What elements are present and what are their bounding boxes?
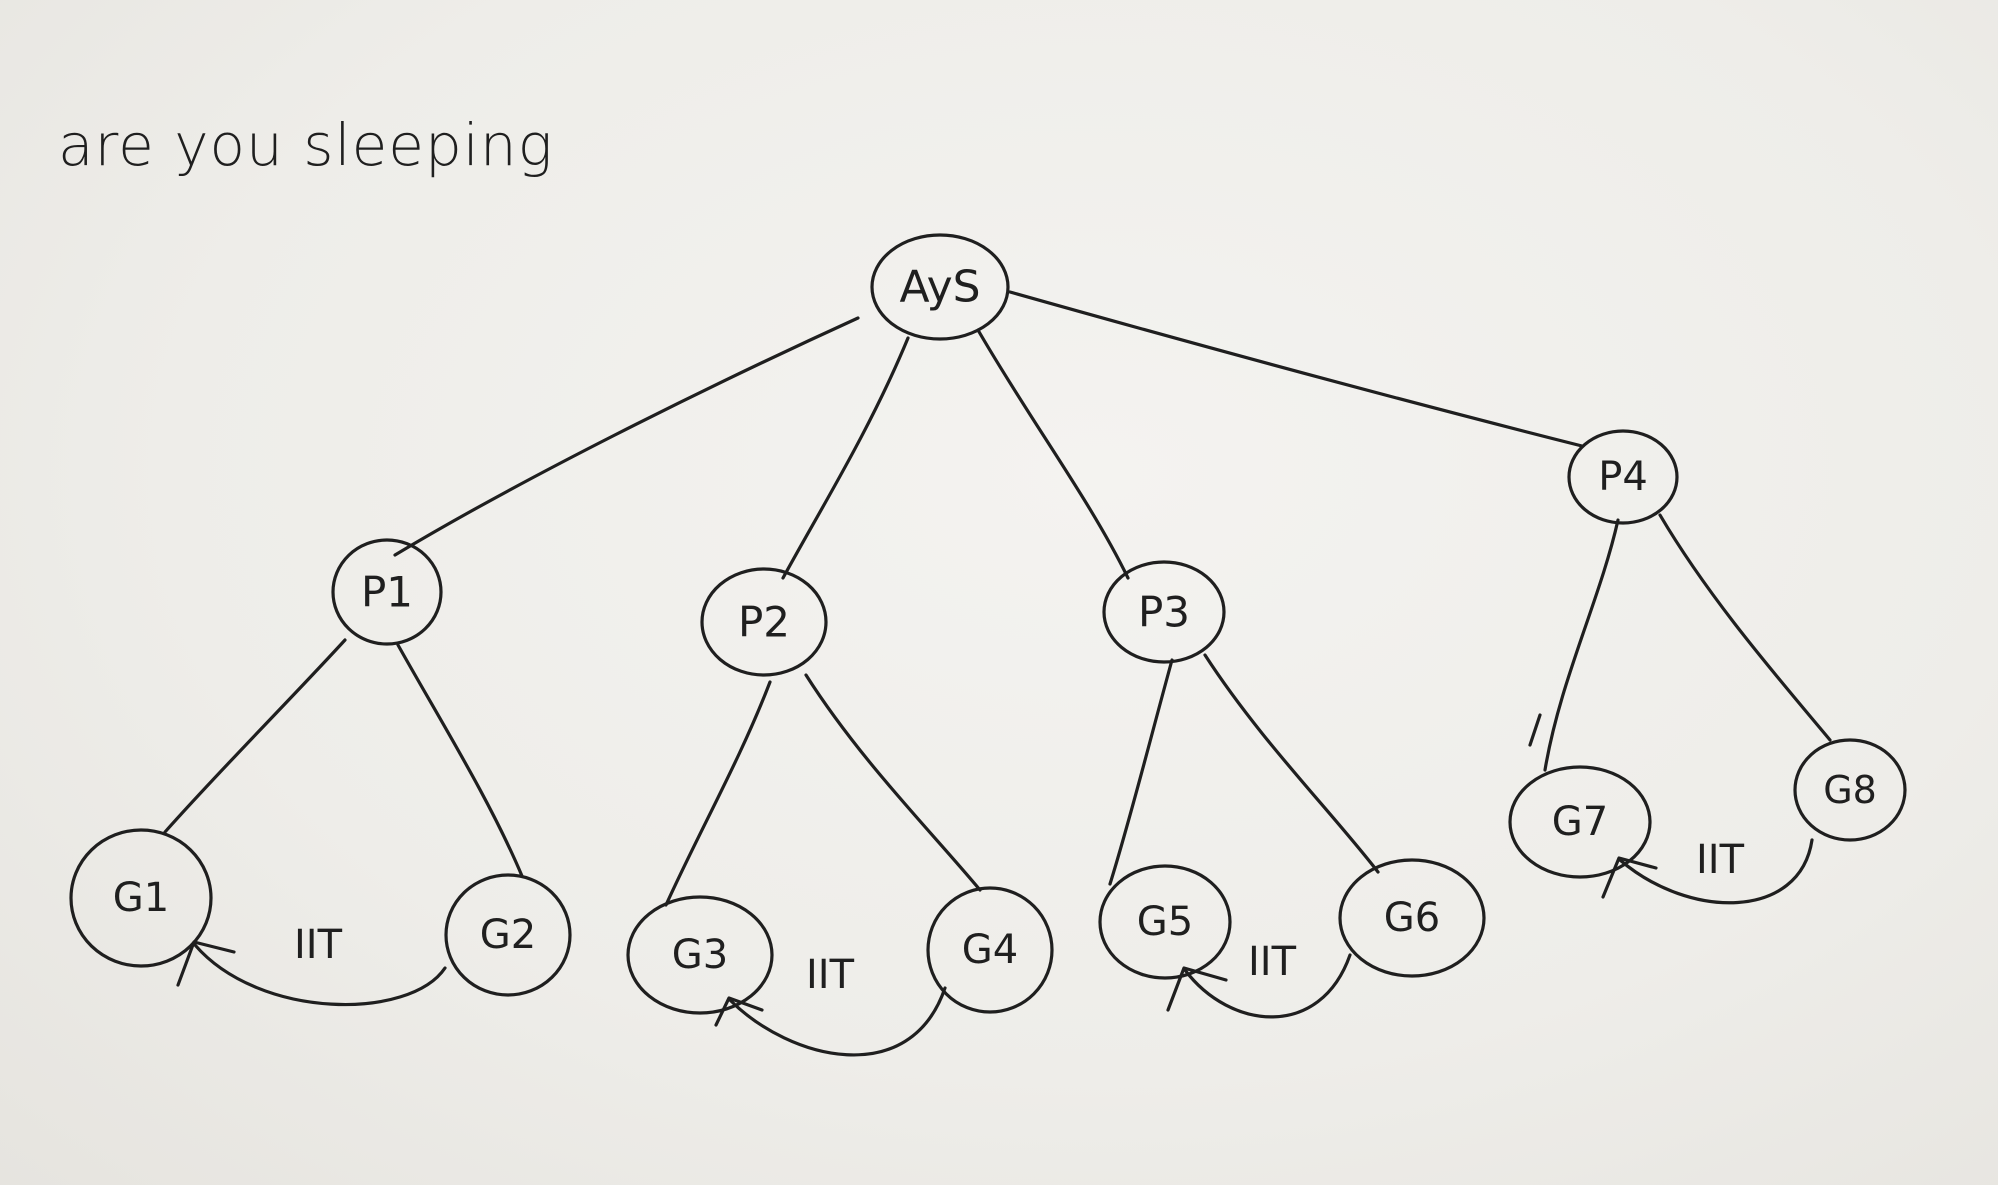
iit-labels: IIT IIT IIT IIT bbox=[294, 837, 1745, 998]
parent-edges bbox=[163, 513, 1832, 907]
edge-ays-p4 bbox=[1008, 290, 1584, 448]
node-g7-circle bbox=[1508, 765, 1652, 879]
node-g5-circle bbox=[1098, 864, 1232, 980]
node-p4-label: P4 bbox=[1598, 454, 1648, 500]
node-g4-circle bbox=[926, 886, 1054, 1014]
node-p2-circle bbox=[700, 567, 828, 677]
edge-p1-g2 bbox=[396, 643, 524, 878]
node-p3: P3 bbox=[1102, 560, 1226, 664]
iit-arrowhead-g7 bbox=[1601, 856, 1658, 899]
iit-arrow-g4-g3 bbox=[728, 986, 947, 1057]
node-p4-circle bbox=[1567, 429, 1679, 525]
node-g1-circle bbox=[69, 828, 213, 968]
edge-p3-g6 bbox=[1203, 653, 1380, 874]
iit-label-1: IIT bbox=[294, 922, 343, 968]
root-edges bbox=[393, 290, 1584, 580]
iit-arrow-g8-g7 bbox=[1618, 838, 1814, 905]
node-p3-circle bbox=[1102, 560, 1226, 664]
node-g6-label: G6 bbox=[1384, 895, 1440, 941]
iit-arrows bbox=[176, 838, 1814, 1057]
node-g6: G6 bbox=[1338, 858, 1486, 978]
node-g1: G1 bbox=[69, 828, 213, 968]
iit-arrow-g6-g5 bbox=[1183, 953, 1352, 1019]
edge-p3-g5 bbox=[1108, 658, 1174, 886]
node-root-circle bbox=[870, 233, 1010, 341]
edge-p2-g4 bbox=[804, 673, 982, 892]
node-p3-label: P3 bbox=[1138, 588, 1190, 637]
node-g6-circle bbox=[1338, 858, 1486, 978]
node-p1-circle bbox=[331, 538, 443, 646]
iit-label-4: IIT bbox=[1696, 837, 1745, 883]
edge-ays-p3 bbox=[976, 328, 1130, 580]
edge-ays-p1 bbox=[393, 316, 860, 557]
iit-arrowhead-g5 bbox=[1166, 966, 1228, 1012]
node-root-label: AyS bbox=[899, 262, 980, 313]
node-g7-label: G7 bbox=[1552, 799, 1608, 845]
node-p2-label: P2 bbox=[738, 598, 790, 647]
node-g2-label: G2 bbox=[480, 912, 536, 958]
node-g4-label: G4 bbox=[962, 927, 1018, 973]
node-g3-label: G3 bbox=[672, 932, 728, 978]
edge-p1-g1 bbox=[163, 638, 347, 834]
edge-ays-p2 bbox=[781, 336, 910, 580]
iit-arrow-g2-g1 bbox=[193, 943, 447, 1007]
node-g8-circle bbox=[1793, 738, 1907, 842]
node-g8: G8 bbox=[1793, 738, 1907, 842]
stray-mark bbox=[1528, 713, 1542, 747]
node-g5-label: G5 bbox=[1137, 899, 1193, 945]
diagram-title: are you sleeping bbox=[58, 111, 553, 179]
node-g5: G5 bbox=[1098, 864, 1232, 980]
edge-p2-g3 bbox=[664, 680, 772, 907]
node-root: AyS bbox=[870, 233, 1010, 341]
iit-label-2: IIT bbox=[806, 952, 855, 998]
node-g2: G2 bbox=[444, 873, 572, 997]
iit-label-3: IIT bbox=[1248, 939, 1297, 985]
node-p1-label: P1 bbox=[361, 568, 413, 617]
node-g3-circle bbox=[626, 895, 774, 1015]
node-g8-label: G8 bbox=[1823, 768, 1877, 812]
iit-arrowhead-g3 bbox=[714, 996, 764, 1027]
node-g4: G4 bbox=[926, 886, 1054, 1014]
node-p1: P1 bbox=[331, 538, 443, 646]
node-g1-label: G1 bbox=[113, 875, 169, 921]
node-g3: G3 bbox=[626, 895, 774, 1015]
node-p4: P4 bbox=[1567, 429, 1679, 525]
edge-p4-g8 bbox=[1658, 513, 1832, 742]
node-g2-circle bbox=[444, 873, 572, 997]
node-p2: P2 bbox=[700, 567, 828, 677]
node-g7: G7 bbox=[1508, 765, 1652, 879]
edge-p4-g7 bbox=[1543, 518, 1620, 772]
